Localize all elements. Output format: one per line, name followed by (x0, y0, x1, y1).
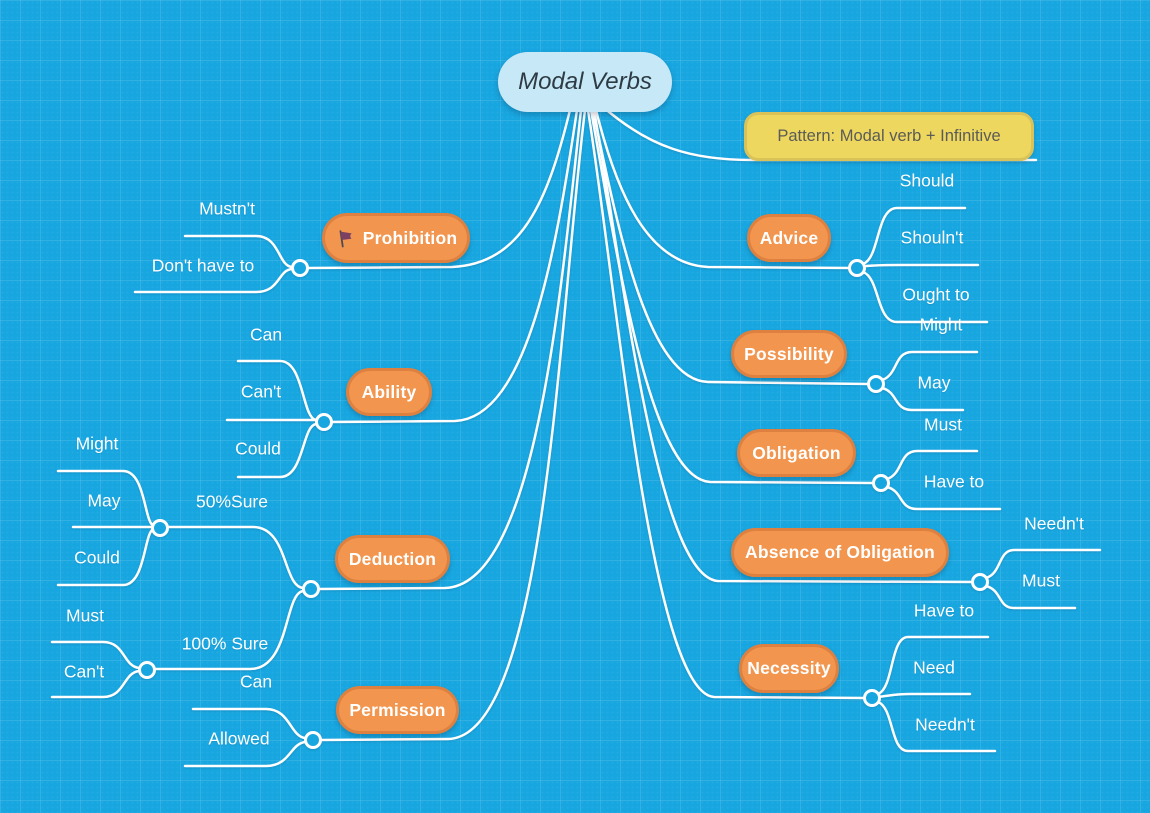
collapse-handle-advice[interactable] (848, 259, 866, 277)
topic-label: Ability (361, 381, 417, 402)
leaf-line-could-2 (56, 527, 156, 587)
leaf-line-neednt (984, 548, 1102, 580)
topic-advice[interactable]: Advice (747, 214, 831, 262)
leaf-line-dont-have-to (133, 267, 294, 294)
leaf-have-to[interactable]: Have to (923, 471, 985, 492)
topic-label: Advice (759, 227, 819, 248)
branch-line-deduction (317, 108, 583, 591)
leaf-should[interactable]: Should (899, 170, 955, 191)
topic-prohibition[interactable]: Prohibition (322, 213, 470, 263)
subtopic-line-100-sure (153, 589, 305, 671)
leaf-could[interactable]: Could (235, 438, 281, 459)
branch-line-permission (319, 108, 587, 742)
topic-permission[interactable]: Permission (336, 686, 459, 734)
topic-label: Necessity (747, 658, 831, 678)
leaf-ought-to[interactable]: Ought to (902, 284, 970, 305)
leaf-line-neednt-2 (876, 700, 997, 753)
leaf-have-to-2[interactable]: Have to (913, 600, 975, 621)
topic-label: Possibility (744, 343, 834, 364)
leaf-may[interactable]: May (87, 490, 121, 511)
branch-line-advice (594, 108, 853, 270)
branch-line-absence-of-obligation (592, 108, 974, 584)
leaf-dont-have-to[interactable]: Don't have to (151, 255, 255, 276)
leaf-line-can (236, 359, 318, 422)
collapse-handle-obligation[interactable] (872, 474, 890, 492)
leaf-neednt[interactable]: Needn't (1024, 513, 1084, 534)
leaf-must-2[interactable]: Must (924, 414, 962, 435)
topic-possibility[interactable]: Possibility (731, 330, 847, 378)
topic-deduction[interactable]: Deduction (335, 535, 450, 583)
note-pattern[interactable]: Pattern: Modal verb + Infinitive (744, 112, 1034, 161)
topic-obligation[interactable]: Obligation (737, 429, 856, 477)
topic-label: Obligation (752, 442, 841, 463)
collapse-handle-permission[interactable] (304, 731, 322, 749)
leaf-could-2[interactable]: Could (74, 547, 120, 568)
leaf-line-should (861, 206, 967, 266)
leaf-shoulnt[interactable]: Shouln't (900, 227, 964, 248)
collapse-handle-deduction[interactable] (302, 580, 320, 598)
leaf-might-2[interactable]: Might (919, 314, 963, 335)
leaf-line-may-2 (880, 386, 965, 412)
topic-label: Absence of Obligation (745, 542, 935, 562)
branch-line-note (600, 104, 1038, 162)
leaf-neednt-2[interactable]: Needn't (915, 714, 975, 735)
subtopic-100-sure[interactable]: 100% Sure (181, 633, 269, 654)
leaf-line-have-to (885, 485, 1002, 511)
leaf-line-mustnt (183, 234, 294, 269)
branch-line-obligation (589, 108, 875, 485)
topic-label: Deduction (348, 548, 437, 569)
leaf-line-ought-to (861, 270, 989, 324)
leaf-mustnt[interactable]: Mustn't (199, 198, 255, 219)
leaf-line-allowed (183, 740, 307, 768)
leaf-cant[interactable]: Can't (240, 381, 282, 402)
leaf-cant-2[interactable]: Can't (63, 661, 105, 682)
leaf-line-need (876, 692, 972, 699)
leaf-line-shoulnt (864, 263, 980, 268)
leaf-line-must-2 (885, 449, 979, 481)
branch-line-prohibition (306, 108, 572, 270)
root-topic-modal-verbs[interactable]: Modal Verbs (498, 52, 672, 112)
leaf-line-can-2 (191, 707, 307, 740)
leaf-can[interactable]: Can (249, 324, 283, 345)
subtopic-50-sure[interactable]: 50%Sure (196, 491, 268, 512)
topic-label: Permission (349, 699, 446, 720)
topic-absence-of-obligation[interactable]: Absence of Obligation (731, 528, 949, 577)
leaf-line-must-3 (984, 584, 1077, 610)
root-topic-label: Modal Verbs (518, 68, 652, 95)
topic-ability[interactable]: Ability (346, 368, 432, 416)
subtopic-line-50-sure (166, 525, 305, 590)
collapse-handle-necessity[interactable] (863, 689, 881, 707)
leaf-can-2[interactable]: Can (239, 671, 273, 692)
collapse-handle-absence-of-obligation[interactable] (971, 573, 989, 591)
topic-label: Prohibition (362, 227, 458, 248)
leaf-allowed[interactable]: Allowed (208, 728, 270, 749)
leaf-line-might-2 (880, 350, 979, 382)
note-label: Pattern: Modal verb + Infinitive (777, 127, 1001, 145)
collapse-handle-prohibition[interactable] (291, 259, 309, 277)
leaf-need[interactable]: Need (913, 657, 955, 678)
leaf-must[interactable]: Must (66, 605, 104, 626)
collapse-handle-possibility[interactable] (867, 375, 885, 393)
leaf-must-3[interactable]: Must (1022, 570, 1060, 591)
topic-necessity[interactable]: Necessity (739, 644, 839, 693)
collapse-handle-ability[interactable] (315, 413, 333, 431)
leaf-line-cant-2 (50, 669, 141, 699)
branch-line-necessity (586, 108, 866, 700)
leaf-line-must (50, 640, 141, 670)
flag-icon (335, 228, 356, 249)
leaf-might[interactable]: Might (75, 433, 119, 454)
leaf-may-2[interactable]: May (917, 372, 951, 393)
branch-line-ability (330, 108, 579, 424)
collapse-handle-50-sure[interactable] (151, 519, 169, 537)
leaf-line-might (56, 469, 156, 528)
leaf-line-could (236, 422, 318, 479)
collapse-handle-100-sure[interactable] (138, 661, 156, 679)
leaf-line-have-to-2 (876, 635, 990, 696)
